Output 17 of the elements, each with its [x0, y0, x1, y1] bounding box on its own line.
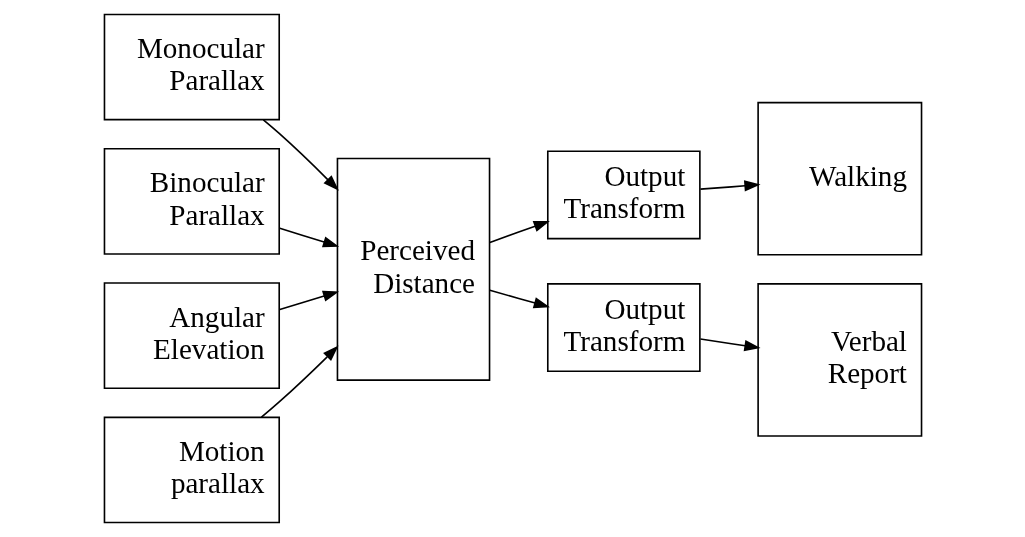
- arrow: [488, 289, 550, 309]
- arrow: [278, 227, 339, 248]
- node-box: Angular Elevation: [103, 282, 280, 390]
- arrow: [260, 345, 339, 419]
- node-box: Walking: [756, 101, 922, 256]
- node-box: Monocular Parallax: [103, 13, 280, 121]
- arrow: [699, 180, 761, 192]
- node-box: Output Transform: [546, 283, 701, 373]
- node-box: Verbal Report: [756, 283, 922, 437]
- node-box: Binocular Parallax: [103, 147, 280, 255]
- node-box: Motion parallax: [103, 416, 280, 524]
- arrow: [488, 220, 550, 244]
- node-box: Output Transform: [546, 150, 701, 240]
- node-box: Perceived Distance: [336, 157, 490, 381]
- arrow: [278, 290, 339, 311]
- arrow: [262, 119, 339, 191]
- arrow: [699, 338, 761, 352]
